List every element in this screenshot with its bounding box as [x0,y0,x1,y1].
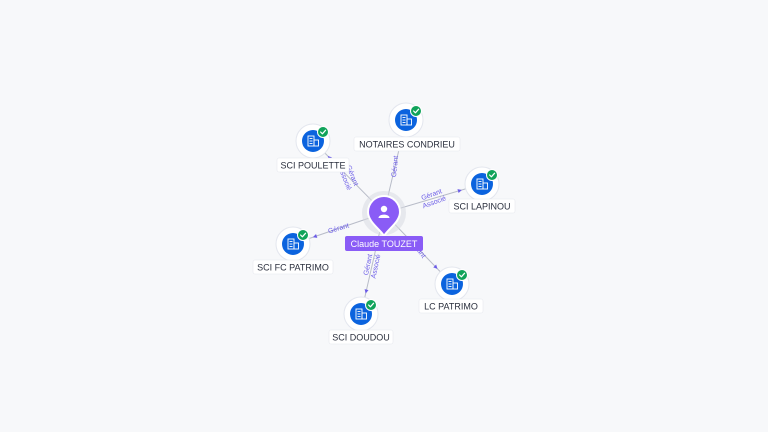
company-node-lc-patrimo[interactable]: LC PATRIMO [418,266,484,314]
company-name: SCI FC PATRIMO [257,263,329,273]
person-icon [378,205,390,218]
center-name: Claude TOUZET [351,239,418,249]
company-node-sci-fc-patrimo[interactable]: SCI FC PATRIMO [252,226,334,275]
building-icon [476,178,488,190]
company-name: SCI LAPINOU [453,202,510,212]
nodes-layer: NOTAIRES CONDRIEU SCI LAPINOU LC PATRIMO SC… [252,102,516,345]
company-node-sci-doudou[interactable]: SCI DOUDOU [328,296,394,345]
building-icon [400,114,412,126]
company-node-sci-poulette[interactable]: SCI POULETTE [276,123,350,173]
relation-label: Gérant [391,155,400,177]
verified-check-icon [365,299,377,311]
relation-label: GérantAssocié [419,188,447,211]
node-label-bg [418,298,484,314]
company-name: SCI POULETTE [280,161,345,171]
relation-label: Gérant [327,222,350,235]
verified-check-icon [456,269,468,281]
edge-arrow [312,234,318,238]
company-name: SCI DOUDOU [332,333,390,343]
edge-arrow [457,189,462,194]
edge-arrow [433,264,438,269]
company-name: NOTAIRES CONDRIEU [359,140,455,150]
center-label-bg [345,236,423,251]
node-label-bg [328,329,394,345]
node-label-bg [353,136,461,152]
relation-label: GérantAssocié [363,252,383,279]
building-icon [355,308,367,320]
company-node-notaires-condrieu[interactable]: NOTAIRES CONDRIEU [353,102,461,152]
building-icon [307,135,319,147]
node-label-bg [252,259,334,275]
edge-arrow [364,289,369,294]
verified-check-icon [486,169,498,181]
node-label-bg [448,198,516,214]
verified-check-icon [297,229,309,241]
company-node-sci-lapinou[interactable]: SCI LAPINOU [448,166,516,214]
center-person-node[interactable]: Claude TOUZET [345,191,423,251]
building-icon [287,238,299,250]
company-name: LC PATRIMO [424,302,478,312]
verified-check-icon [410,105,422,117]
verified-check-icon [317,126,329,138]
building-icon [446,278,458,290]
node-label-bg [276,157,350,173]
